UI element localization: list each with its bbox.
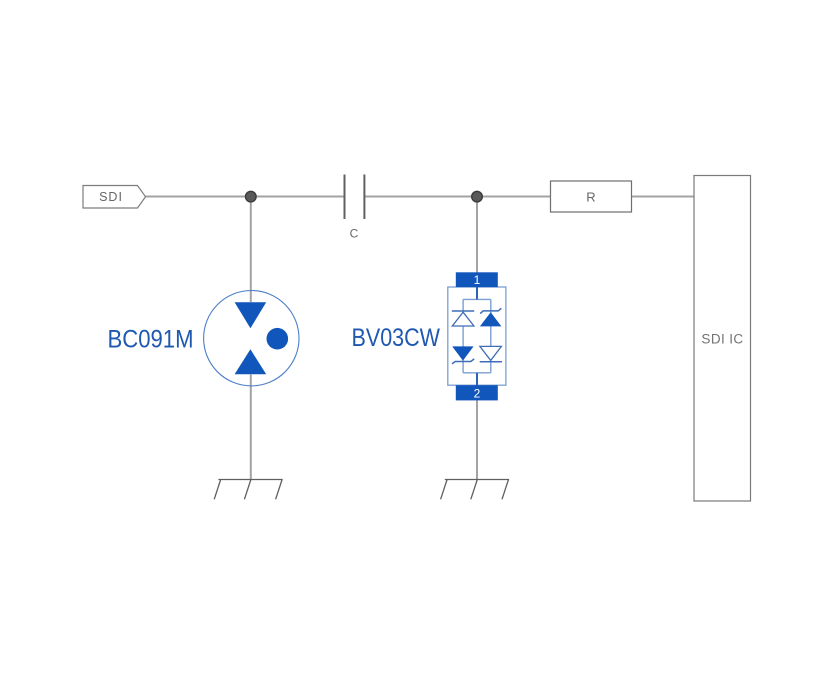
svg-text:R: R [586, 190, 595, 205]
svg-text:BC091M: BC091M [108, 326, 194, 354]
svg-text:SDI IC: SDI IC [701, 332, 743, 347]
svg-text:C: C [350, 227, 359, 241]
svg-text:2: 2 [474, 386, 481, 400]
svg-text:SDI: SDI [99, 190, 123, 204]
svg-text:BV03CW: BV03CW [352, 324, 441, 352]
svg-text:1: 1 [474, 273, 481, 287]
